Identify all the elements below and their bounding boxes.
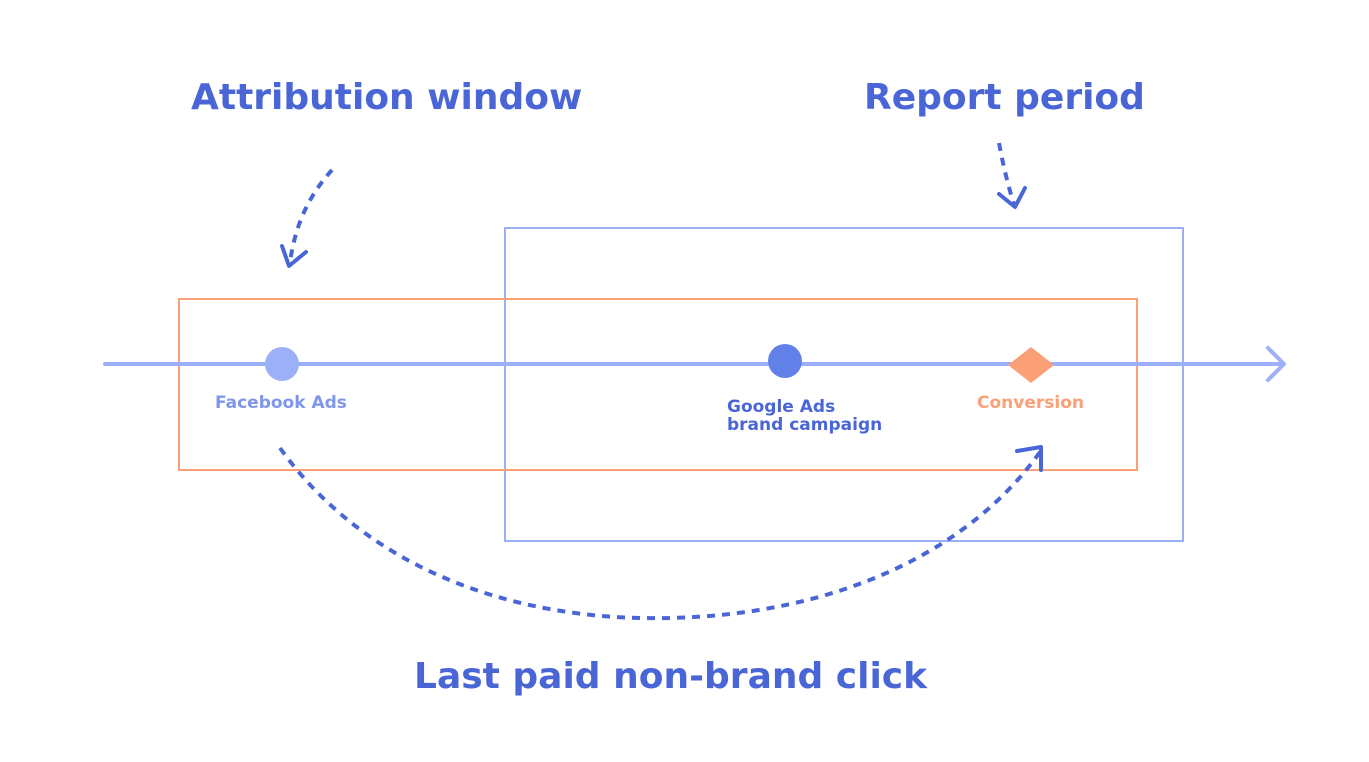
- timeline-arrowhead: [1266, 346, 1286, 382]
- conversion-label: Conversion: [977, 393, 1084, 413]
- report-period-pointer-arrow: [997, 142, 1016, 206]
- facebook-ads-label: Facebook Ads: [215, 393, 347, 413]
- report-period-title: Report period: [864, 77, 1145, 118]
- attribution-window-title: Attribution window: [191, 77, 583, 118]
- last-click-arc-arrow: [278, 446, 1042, 621]
- report-period-box: [504, 227, 1184, 542]
- facebook-ads-dot: [265, 347, 299, 381]
- conversion-diamond-icon: [1008, 347, 1054, 383]
- attribution-window-pointer-arrowhead: [280, 244, 308, 268]
- attribution-window-pointer-arrow: [288, 168, 334, 263]
- report-period-pointer-arrowhead: [997, 186, 1027, 209]
- google-ads-label-line2: brand campaign: [727, 415, 883, 435]
- last-click-arc-arrowhead: [1015, 445, 1043, 472]
- attribution-window-box: [178, 298, 1138, 471]
- last-paid-non-brand-click-caption: Last paid non-brand click: [414, 656, 928, 697]
- google-ads-label: Google Ads: [727, 397, 836, 417]
- google-ads-dot: [768, 344, 802, 378]
